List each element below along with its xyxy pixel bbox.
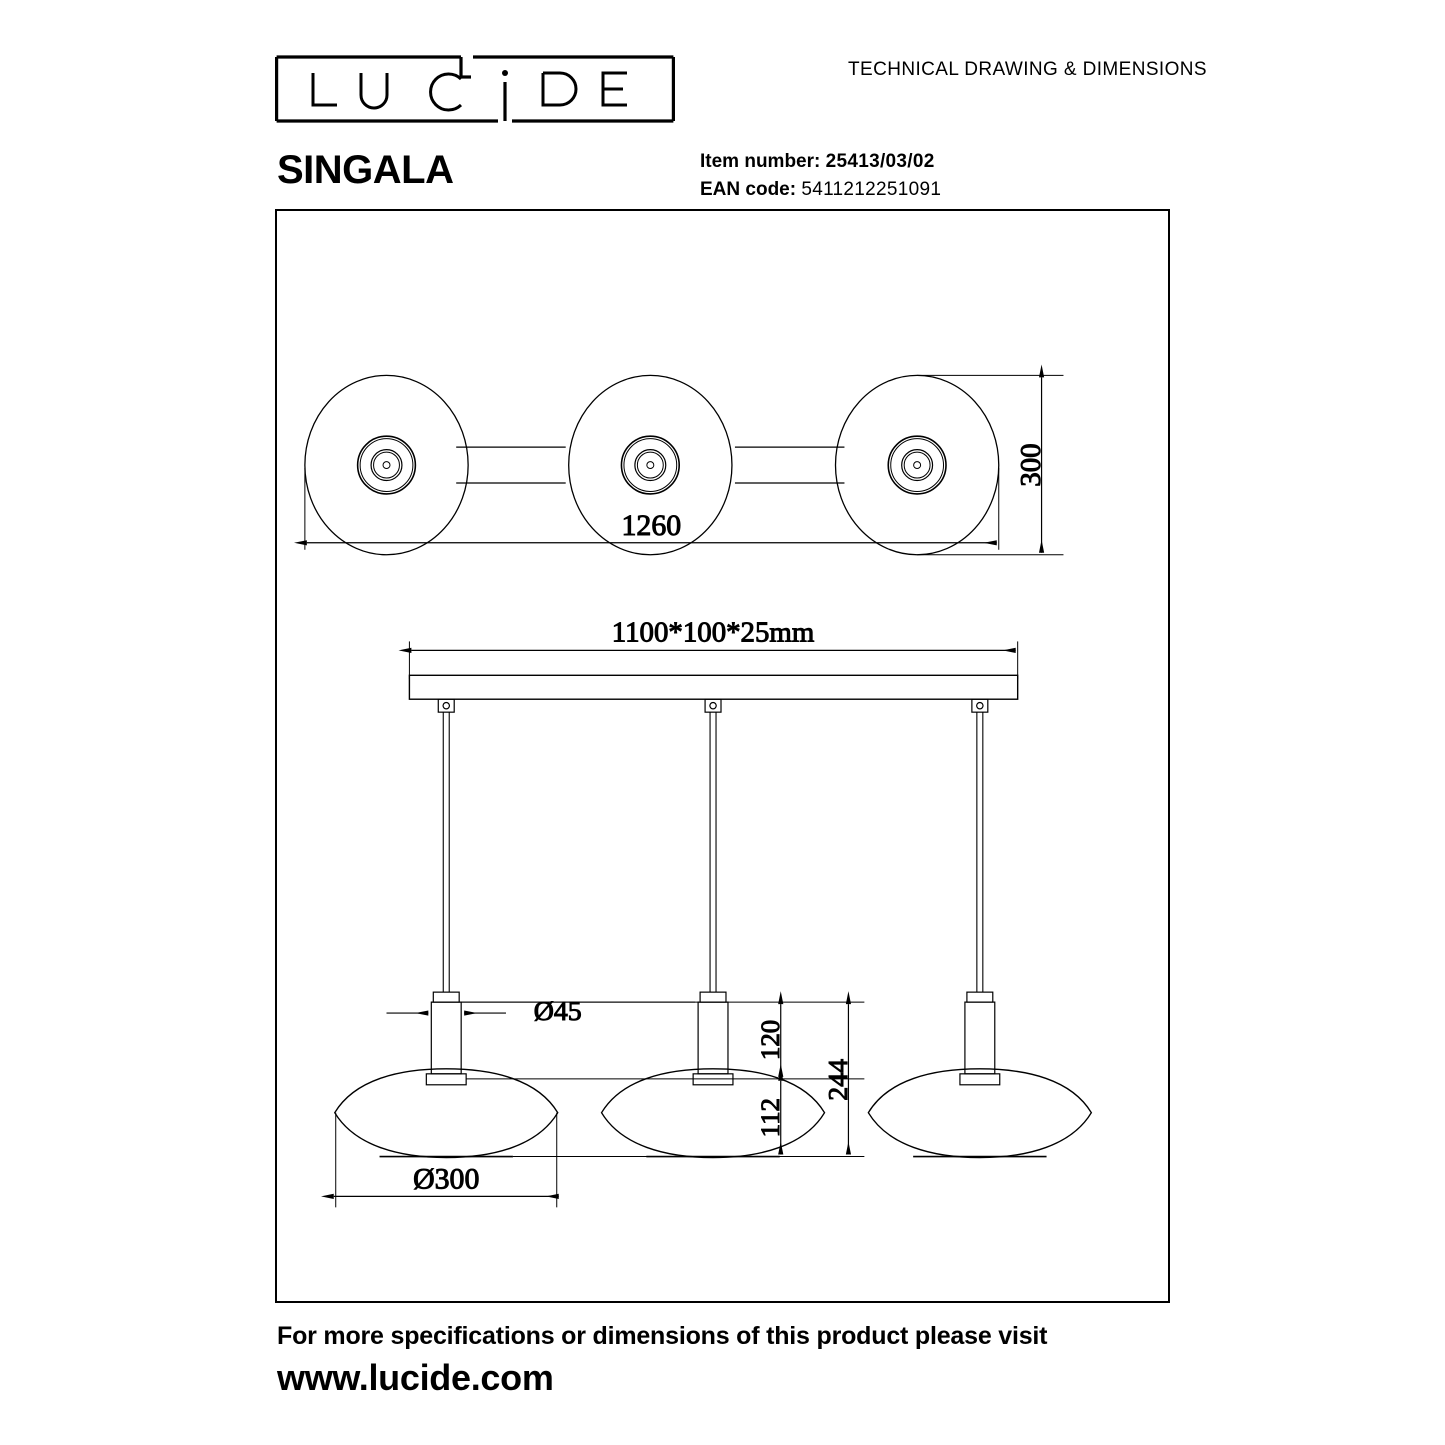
shade-1	[333, 1068, 559, 1159]
height-extension-lines	[461, 1001, 865, 1158]
lucide-logo-svg	[275, 55, 675, 123]
ean-label: EAN code	[700, 178, 790, 200]
socket-height-label: 120	[755, 1020, 785, 1060]
socket-1	[425, 991, 467, 1086]
header-caption: TECHNICAL DRAWING & DIMENSIONS	[848, 59, 1207, 80]
socket-2	[692, 991, 734, 1086]
cable-1	[442, 712, 450, 993]
top-shade-2	[568, 374, 733, 556]
plate-dim-label: 1100*100*25mm	[612, 616, 815, 648]
ean-row: EAN code: 5411212251091	[700, 176, 941, 204]
connecting-bars	[456, 446, 845, 484]
front-view-group: 1100*100*25mm	[320, 616, 1093, 1208]
cable-grip-1	[437, 698, 455, 713]
pendant-3	[867, 698, 1093, 1159]
pendant-2	[600, 698, 826, 1159]
shade-3	[867, 1068, 1093, 1159]
top-view-group: 300 1260	[293, 364, 1064, 556]
ean-value: 5411212251091	[801, 178, 942, 200]
top-view-depth-label: 300	[1015, 443, 1047, 486]
cable-grip-3	[971, 698, 989, 713]
top-view-width-extension-lines	[304, 468, 1000, 550]
top-shade-1	[304, 374, 469, 556]
shade-diameter-label: Ø300	[413, 1162, 479, 1195]
ean-separator: :	[789, 178, 797, 200]
plate-dim-extension-lines	[408, 641, 1019, 680]
item-info-block: Item number: 25413/03/02 EAN code: 54112…	[700, 148, 941, 203]
shade-height-label: 112	[755, 1098, 785, 1137]
drawing-frame: 300 1260 1100*100*25mm	[275, 209, 1170, 1303]
shade-diameter-dim: Ø300	[320, 1112, 559, 1208]
lucide-logo	[275, 55, 675, 123]
ceiling-plate	[408, 674, 1019, 700]
item-number-row: Item number: 25413/03/02	[700, 148, 941, 176]
total-height-label: 244	[823, 1059, 854, 1101]
shade-2	[600, 1068, 826, 1159]
technical-drawing-svg: 300 1260 1100*100*25mm	[293, 364, 1093, 1208]
cable-2	[709, 712, 717, 993]
footer-note: For more specifications or dimensions of…	[277, 1322, 1048, 1350]
page-title: SINGALA	[277, 148, 454, 192]
cable-3	[976, 712, 984, 993]
pendant-1	[333, 698, 559, 1159]
top-shade-3	[834, 374, 1000, 556]
item-number-label: Item number:	[700, 151, 821, 172]
socket-3	[959, 991, 1001, 1086]
socket-diameter-label: Ø45	[534, 996, 582, 1027]
item-number-value: 25413/03/02	[825, 151, 935, 172]
cable-grip-2	[704, 698, 722, 713]
footer-website[interactable]: www.lucide.com	[277, 1357, 554, 1398]
footer: For more specifications or dimensions of…	[277, 1322, 1047, 1399]
top-view-width-label: 1260	[621, 509, 681, 542]
